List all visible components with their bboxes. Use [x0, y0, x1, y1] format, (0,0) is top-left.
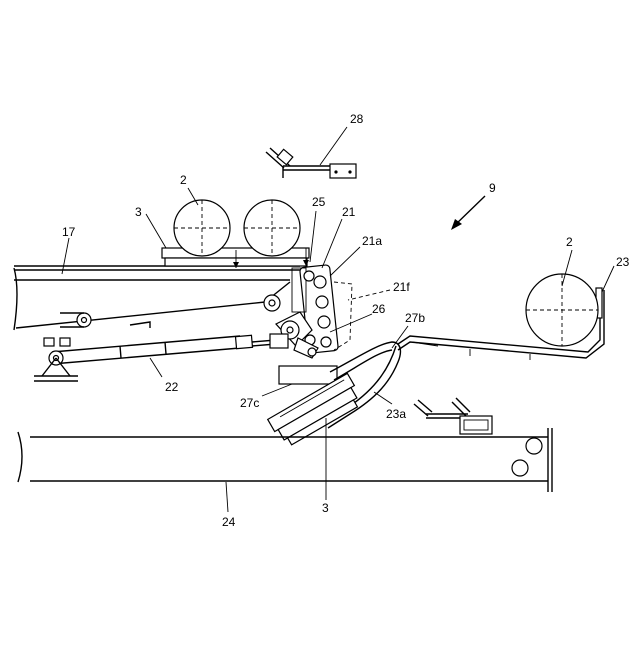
- stopper-parts: [414, 398, 492, 434]
- frame-17: [14, 266, 300, 330]
- leader-27c: [262, 384, 292, 396]
- label-26: 26: [372, 302, 386, 316]
- leader-3-upper: [146, 214, 166, 248]
- label-23a: 23a: [386, 407, 406, 421]
- roll-2-upper-left: [174, 200, 230, 256]
- part-28: [266, 148, 356, 178]
- leader-21f: [348, 290, 390, 300]
- label-24: 24: [222, 515, 236, 529]
- label-9: 9: [489, 181, 496, 195]
- leader-23a: [374, 392, 392, 404]
- leader-21: [322, 219, 342, 268]
- label-3-upper: 3: [135, 205, 142, 219]
- block-27c: [279, 366, 337, 384]
- leader-23: [602, 266, 614, 292]
- label-21: 21: [342, 205, 356, 219]
- leader-28: [320, 127, 347, 165]
- conveyor-24: [18, 428, 552, 492]
- label-27b: 27b: [405, 311, 425, 325]
- label-2-upper: 2: [180, 173, 187, 187]
- label-28: 28: [350, 112, 364, 126]
- label-25: 25: [312, 195, 326, 209]
- arrow-9: [451, 196, 485, 230]
- leader-21a: [330, 247, 360, 276]
- leader-22: [150, 358, 162, 377]
- leader-17: [62, 238, 69, 274]
- label-17: 17: [62, 225, 76, 239]
- leader-24: [226, 482, 228, 512]
- label-3-lower: 3: [322, 501, 329, 515]
- label-27c: 27c: [240, 396, 259, 410]
- label-22: 22: [165, 380, 179, 394]
- label-2-right: 2: [566, 235, 573, 249]
- cylinder-22: [34, 334, 288, 381]
- leader-25: [310, 211, 316, 262]
- roll-2-upper-right: [244, 200, 300, 256]
- label-23: 23: [616, 255, 630, 269]
- label-21a: 21a: [362, 234, 382, 248]
- label-21f: 21f: [393, 280, 410, 294]
